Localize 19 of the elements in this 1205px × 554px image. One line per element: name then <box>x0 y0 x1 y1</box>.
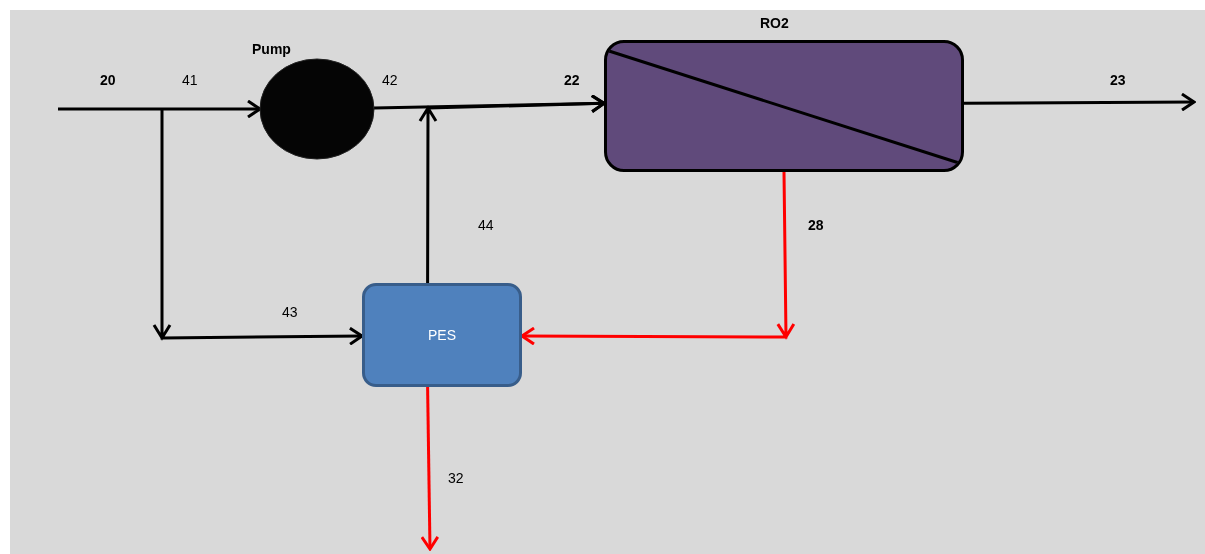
edge-label: 43 <box>280 304 300 320</box>
edge-label: 44 <box>476 217 496 233</box>
arrow <box>418 94 606 285</box>
edge-label: 23 <box>1108 72 1128 88</box>
edge-label: 32 <box>446 470 466 486</box>
arrow <box>58 99 262 119</box>
node-title: Pump <box>252 42 291 56</box>
stream-number: 20 <box>98 72 118 88</box>
edge-label: 28 <box>806 217 826 233</box>
edge-label: 41 <box>180 72 200 88</box>
node-label: PES <box>428 325 456 345</box>
arrow <box>420 386 440 551</box>
edge-label: 22 <box>562 72 582 88</box>
arrow <box>152 107 364 346</box>
process-box <box>362 283 522 387</box>
arrow <box>964 92 1196 112</box>
arrow <box>520 170 796 346</box>
stream-number: 42 <box>380 72 400 88</box>
node-title: RO2 <box>760 16 789 30</box>
